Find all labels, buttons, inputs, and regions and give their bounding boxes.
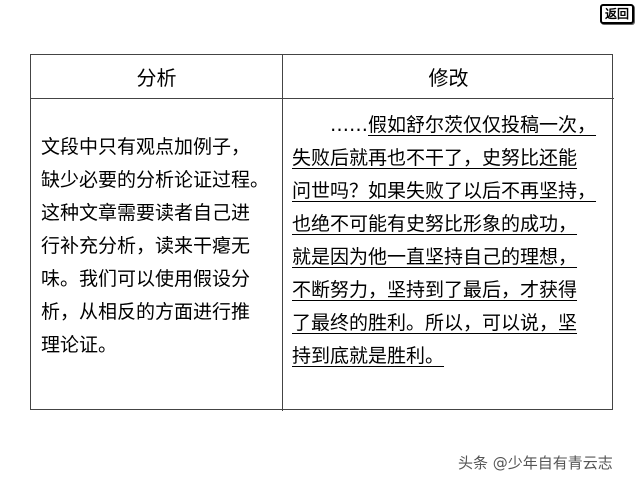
revision-line: 不断努力，坚持到了最后，才获得 xyxy=(292,279,578,301)
analysis-line: 文段中只有观点加例子， xyxy=(41,136,251,158)
analysis-text: 文段中只有观点加例子， 缺少必要的分析论证过程。 这种文章需要读者自己进 行补充… xyxy=(31,99,283,411)
analysis-revision-table: 分析 修改 文段中只有观点加例子， 缺少必要的分析论证过程。 这种文章需要读者自… xyxy=(30,54,614,411)
analysis-line: 行补充分析，读来干瘪无 xyxy=(41,235,251,257)
watermark: 头条 @少年自有青云志 xyxy=(458,454,613,472)
revision-underlined-text: 假如舒尔茨仅仅投稿一次， xyxy=(368,114,597,136)
analysis-line: 缺少必要的分析论证过程。 xyxy=(41,169,270,191)
header-revision: 修改 xyxy=(283,55,614,99)
analysis-line: 味。我们可以使用假设分 xyxy=(41,268,251,290)
revision-line: 持到底就是胜利。 xyxy=(292,345,445,367)
revision-ellipsis: …… xyxy=(330,114,368,136)
revision-line: 也绝不可能有史努比形象的成功， xyxy=(292,213,578,235)
back-button[interactable]: 返回 xyxy=(600,4,634,24)
revision-line: ……假如舒尔茨仅仅投稿一次， xyxy=(292,109,614,142)
revision-line: 失败后就再也不干了，史努比还能 xyxy=(292,147,578,169)
revision-text: ……假如舒尔茨仅仅投稿一次， 失败后就再也不干了，史努比还能 问世吗？如果失败了… xyxy=(283,99,614,411)
analysis-line: 这种文章需要读者自己进 xyxy=(41,202,251,224)
analysis-line: 析，从相反的方面进行推 xyxy=(41,301,251,323)
revision-line: 了最终的胜利。所以，可以说，坚 xyxy=(292,312,578,334)
revision-line: 就是因为他一直坚持自己的理想， xyxy=(292,246,578,268)
revision-line: 问世吗？如果失败了以后不再坚持， xyxy=(292,180,597,202)
analysis-line: 理论证。 xyxy=(41,334,118,356)
header-analysis: 分析 xyxy=(31,55,283,99)
